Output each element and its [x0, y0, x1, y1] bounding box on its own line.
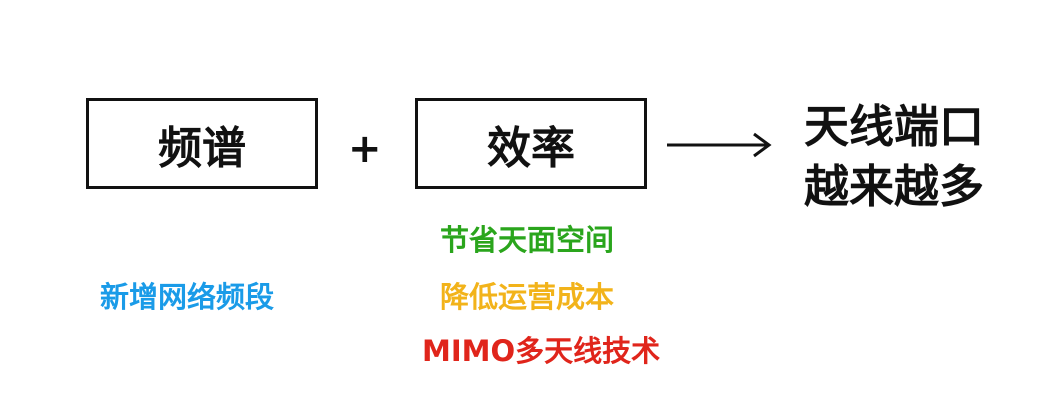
- efficiency-label: 效率: [487, 122, 575, 174]
- efficiency-box: 效率: [415, 98, 647, 189]
- result-line-2: 越来越多: [804, 160, 985, 213]
- label-new-bands: 新增网络频段: [100, 280, 275, 314]
- label-reduce-cost: 降低运营成本: [440, 280, 615, 314]
- spectrum-box: 频谱: [86, 98, 318, 189]
- plus-operator: +: [348, 126, 382, 172]
- result-line-1: 天线端口: [804, 100, 985, 153]
- label-mimo: MIMO多天线技术: [422, 334, 661, 368]
- spectrum-label: 频谱: [158, 122, 246, 174]
- arrow-icon: [667, 132, 772, 158]
- label-save-space: 节省天面空间: [440, 223, 615, 257]
